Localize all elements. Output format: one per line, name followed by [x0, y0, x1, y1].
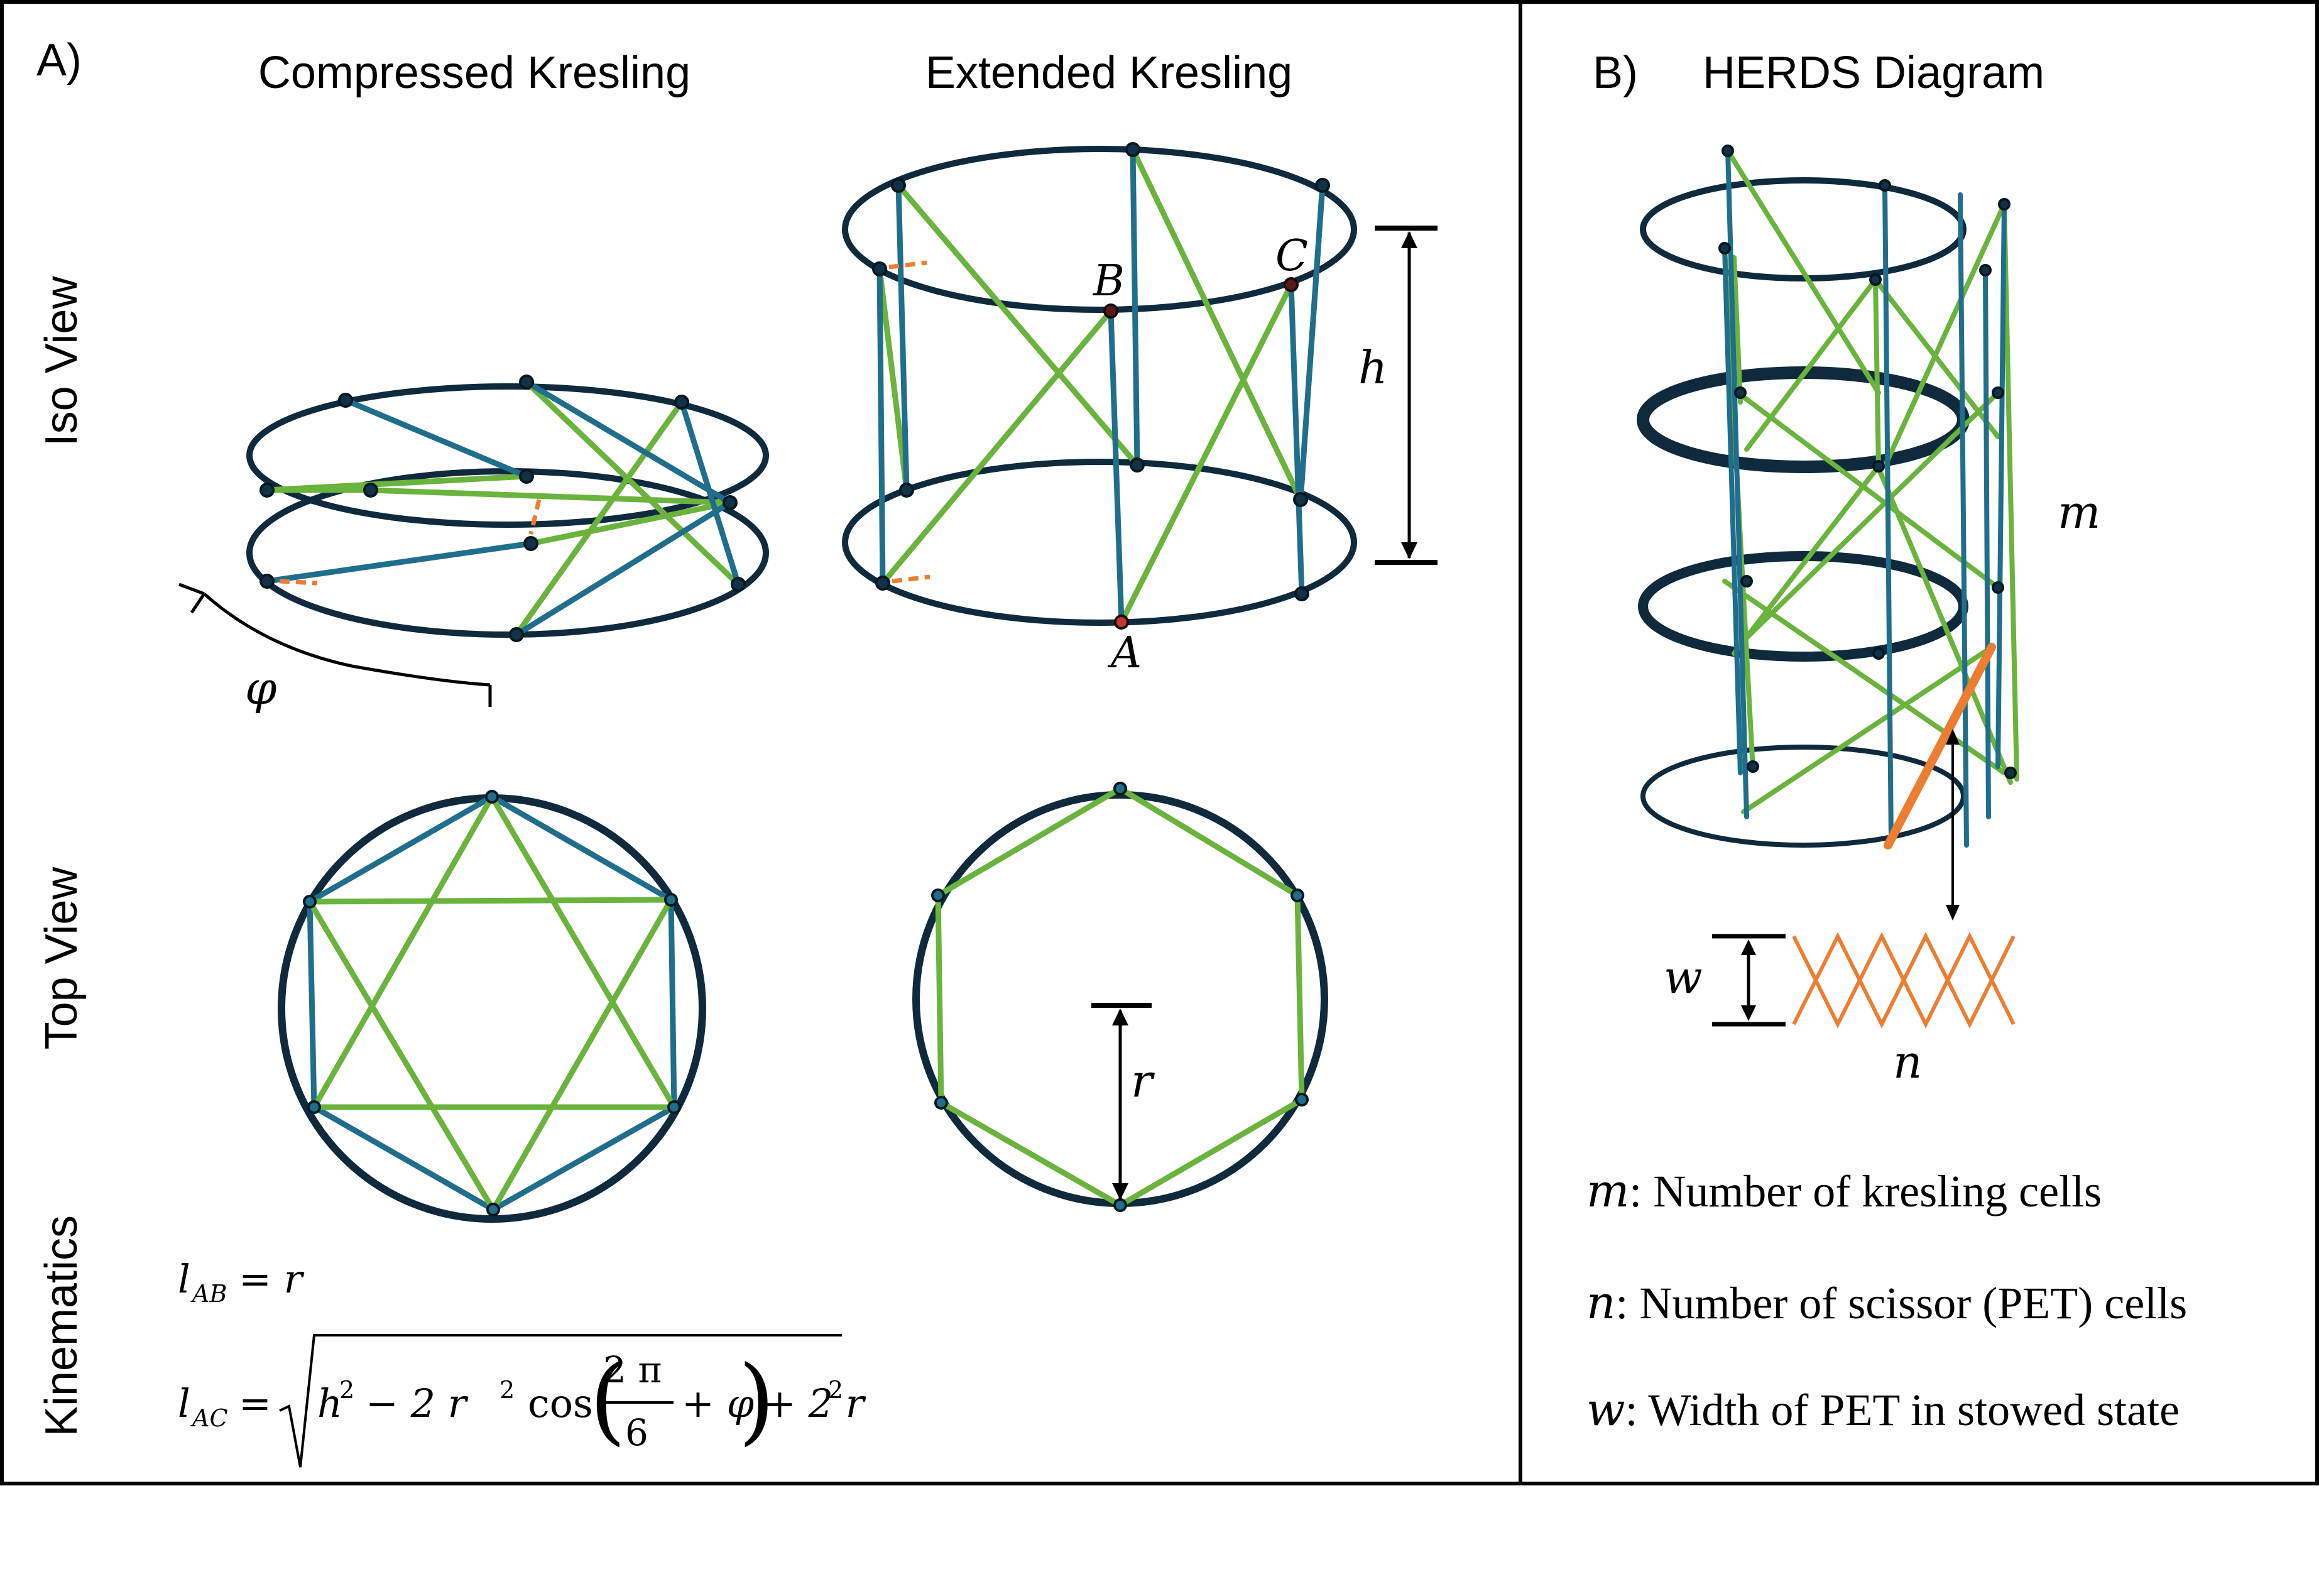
ring-2	[1637, 366, 1970, 473]
svg-text:l: l	[178, 1256, 190, 1302]
legend-item-m: m: Number of kresling cells	[1586, 1164, 2102, 1217]
pet-strip	[1884, 643, 1996, 850]
node-c	[1284, 277, 1299, 292]
green-members	[262, 379, 741, 638]
top-ring	[246, 383, 769, 528]
svg-text:6: 6	[625, 1411, 648, 1454]
outer-circle	[278, 794, 706, 1223]
point-c-label: C	[1275, 231, 1308, 281]
outer-frame	[0, 0, 2319, 1485]
green-members	[1722, 148, 2019, 814]
scissor-zigzag	[1792, 932, 2016, 1029]
panel-b: B) HERDS Diagram	[1586, 48, 2187, 1436]
radius-label: r	[1131, 1054, 1155, 1107]
phi-label: φ	[245, 662, 277, 714]
legend-item-n: n: Number of scissor (PET) cells	[1586, 1276, 2187, 1329]
row-label-kinematics: Kinematics	[36, 1215, 87, 1436]
twist-angle-arc	[178, 582, 492, 707]
panel-a-label: A)	[36, 35, 82, 85]
kinematics-equations: l AB = r l AC = h 2 − 2 r 2 cos ( 2 π 6 …	[178, 1256, 866, 1468]
svg-text:+ 2 r: + 2 r	[763, 1380, 866, 1426]
panel-b-title: HERDS Diagram	[1703, 48, 2044, 98]
panel-a: A) Compressed Kresling Extended Kresling…	[36, 35, 1292, 1436]
nodes	[931, 782, 1309, 1212]
green-members	[307, 794, 677, 1213]
ring-3	[1638, 551, 1968, 662]
height-dimension	[1375, 226, 1438, 565]
green-members	[935, 785, 1305, 1208]
labelled-nodes	[1103, 277, 1299, 630]
svg-text:2: 2	[828, 1376, 843, 1404]
pet-callout-arrow	[1946, 729, 1960, 921]
node-b	[1103, 303, 1118, 319]
svg-text:− 2 r: − 2 r	[366, 1380, 469, 1426]
row-label-iso-view: Iso View	[36, 276, 87, 447]
legend-item-w: w: Width of PET in stowed state	[1586, 1383, 2180, 1436]
extended-kresling-iso: A B C h	[842, 142, 1438, 678]
herds-tower: m	[1637, 145, 2100, 921]
point-b-label: B	[1092, 256, 1125, 306]
paren-open: (	[589, 1346, 626, 1455]
n-label: n	[1893, 1036, 1922, 1088]
svg-text:cos: cos	[528, 1380, 593, 1426]
svg-text:AC: AC	[190, 1404, 228, 1432]
legend: m: Number of kresling cells n: Number of…	[1586, 1164, 2187, 1436]
ring-1	[1640, 177, 1967, 281]
width-dimension	[1712, 934, 1786, 1027]
svg-text:= r: = r	[239, 1256, 305, 1302]
bottom-ring	[842, 459, 1357, 626]
svg-text:2: 2	[499, 1376, 515, 1404]
svg-text:2 π: 2 π	[603, 1348, 662, 1391]
node-a	[1114, 615, 1129, 630]
equation-lab: l AB = r	[178, 1256, 305, 1308]
nodes	[259, 374, 746, 642]
blue-members	[307, 794, 677, 1213]
panel-b-label: B)	[1593, 48, 1638, 98]
paren-close: )	[738, 1346, 775, 1455]
compressed-kresling-iso: φ	[178, 374, 769, 714]
blue-members	[264, 379, 741, 638]
nodes	[303, 790, 681, 1216]
point-a-label: A	[1107, 628, 1142, 678]
top-ring	[842, 146, 1357, 313]
nodes	[1718, 145, 2017, 779]
height-label: h	[1358, 341, 1387, 394]
svg-text:2: 2	[339, 1376, 354, 1404]
svg-text:=: =	[239, 1380, 271, 1426]
compressed-kresling-top	[278, 790, 706, 1223]
blue-members	[876, 146, 1326, 625]
row-label-top-view: Top View	[36, 866, 87, 1050]
svg-text:l: l	[178, 1380, 190, 1426]
radius-dimension	[1091, 1003, 1152, 1200]
orange-markers	[888, 260, 930, 584]
ring-4	[1640, 745, 1966, 848]
green-members	[876, 146, 1326, 625]
column-title-compressed: Compressed Kresling	[258, 48, 690, 98]
blue-members	[1722, 148, 2007, 848]
orange-markers	[279, 499, 542, 586]
svg-text:AB: AB	[190, 1280, 227, 1308]
equation-lac: l AC = h 2 − 2 r 2 cos ( 2 π 6 + φ ) + 2…	[178, 1334, 866, 1468]
svg-text:h: h	[317, 1380, 342, 1426]
nodes	[872, 142, 1330, 601]
m-label: m	[2058, 486, 2100, 538]
w-label: w	[1664, 951, 1703, 1003]
svg-text:+ φ: + φ	[682, 1380, 755, 1426]
extended-kresling-top: r	[912, 782, 1328, 1212]
column-title-extended: Extended Kresling	[925, 48, 1292, 98]
sqrt-sign	[279, 1334, 842, 1468]
pet-scissor-detail: w n	[1664, 932, 2016, 1088]
